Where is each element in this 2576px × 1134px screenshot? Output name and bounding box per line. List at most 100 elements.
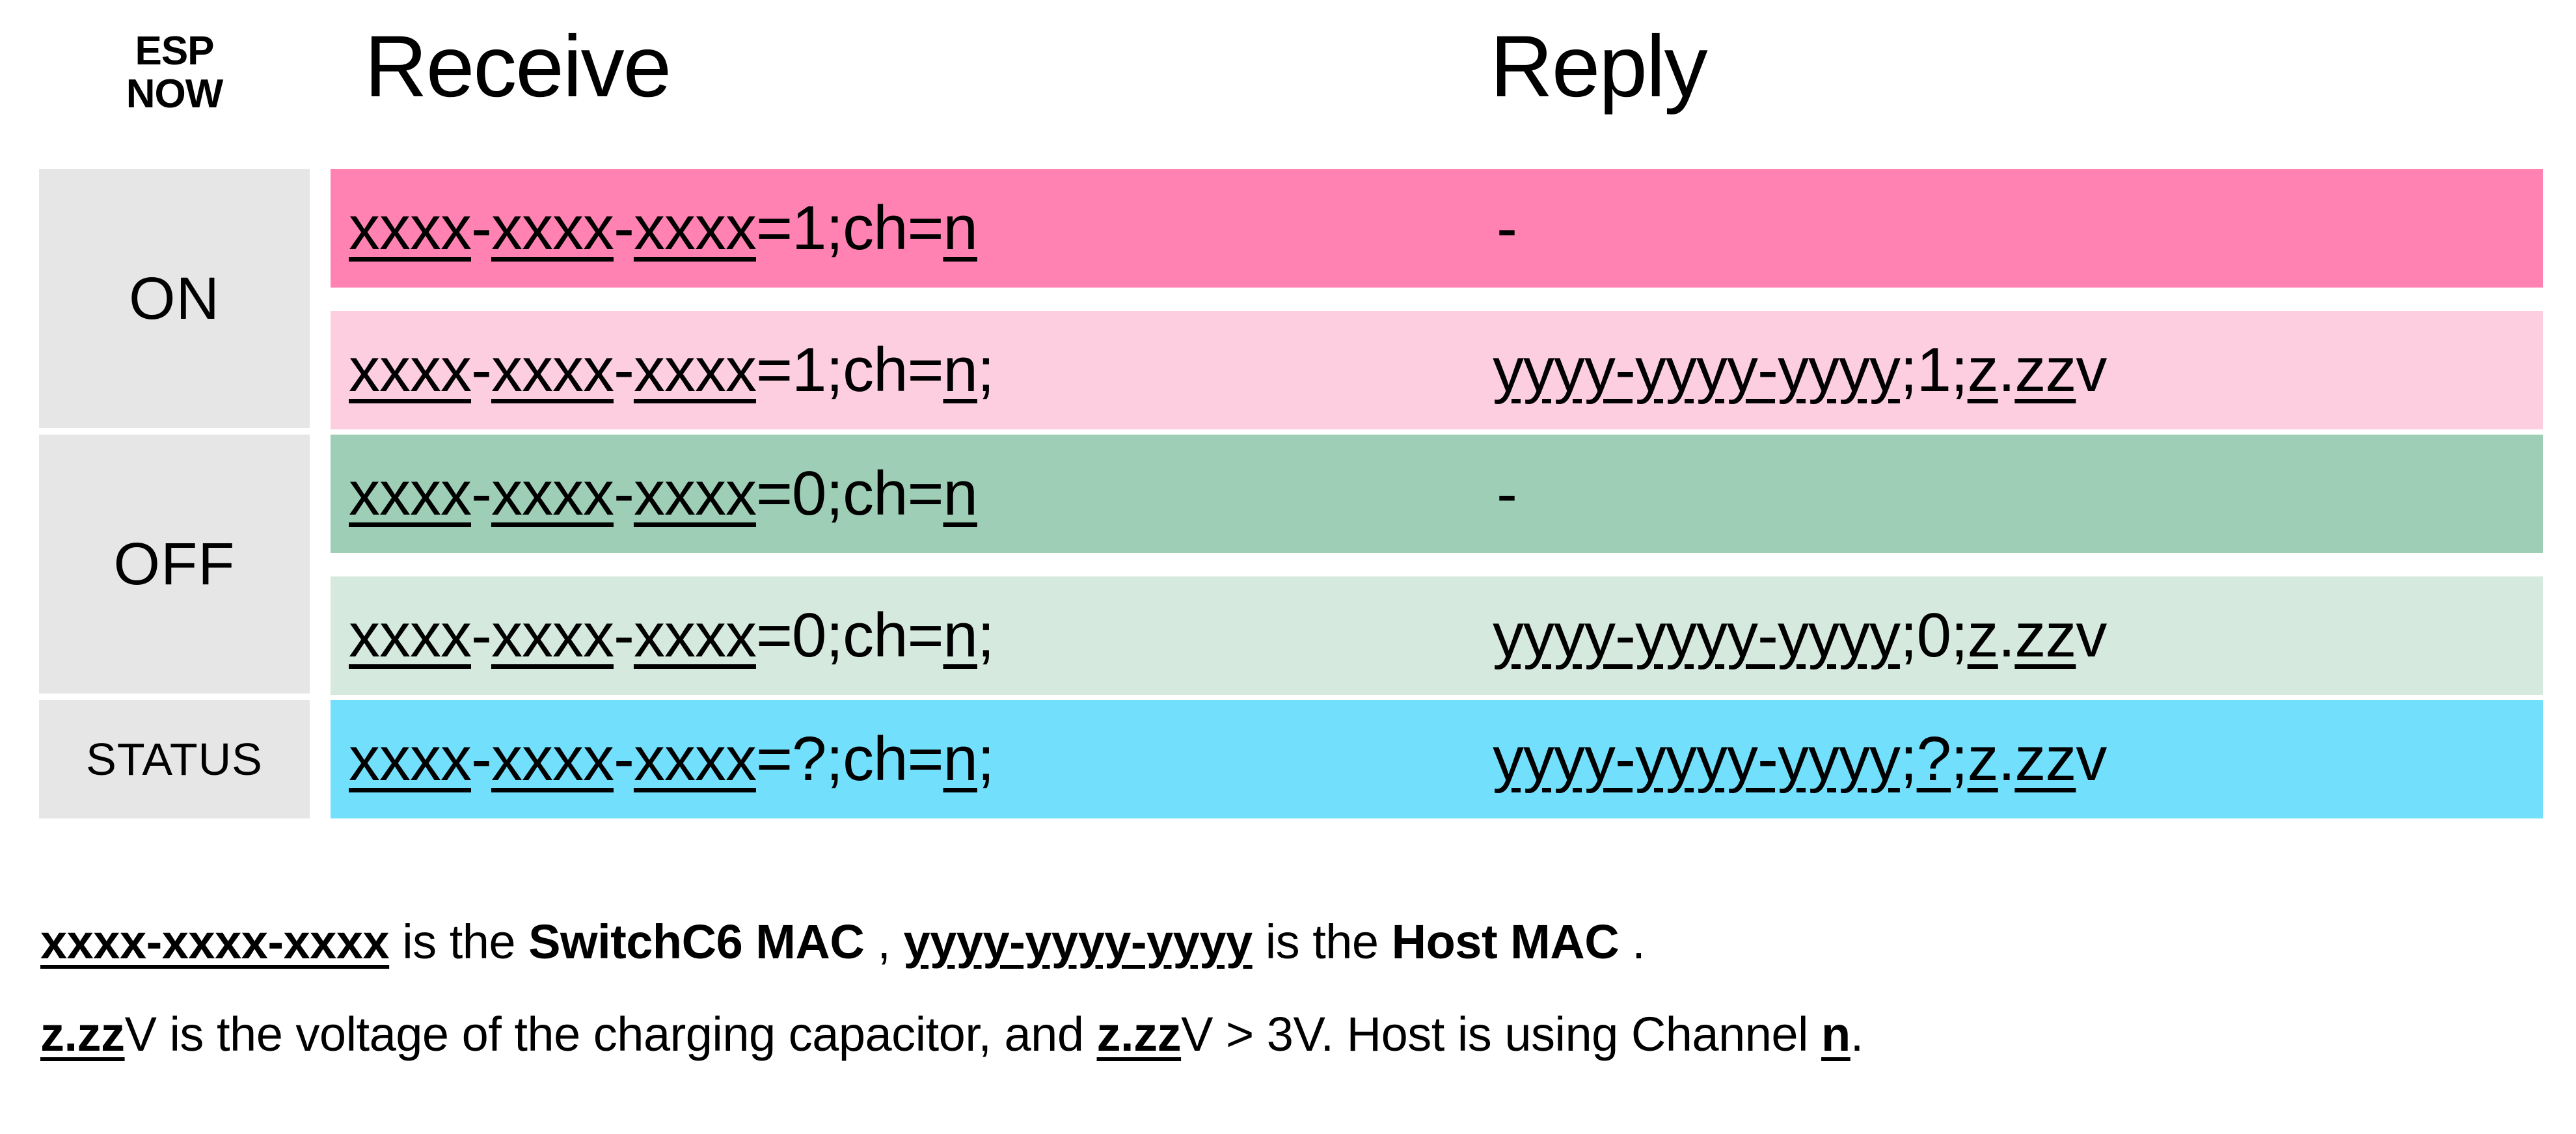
cell-receive: xxxx-xxxx-xxxx=0;ch=n; [331,600,1493,671]
mac-part-1: xxxx [349,193,472,263]
footnote-switch-mac-token: xxxx-xxxx-xxxx [40,915,390,969]
column-header-receive: Receive [364,18,671,115]
footnote-text-3: is the [1252,915,1392,969]
receive-tail: ; [977,601,995,670]
reply-voltage-dot: . [1998,601,2016,670]
column-header-reply: Reply [1490,18,1708,115]
receive-tail: ; [977,724,995,794]
mac-part-2: xxxx [491,724,614,794]
mac-part-1: xxxx [349,459,472,528]
mac-part-2: xxxx [491,193,614,263]
reply-voltage-dec: zz [2014,335,2076,405]
reply-host-mac: yyyy-yyyy-yyyy [1493,601,1901,670]
mac-part-3: xxxx [633,335,757,405]
reply-sep-1: ; [1899,335,1918,405]
table-row: xxxx-xxxx-xxxx=0;ch=n; yyyy-yyyy-yyyy;0;… [331,576,2543,695]
receive-channel: n [943,193,978,263]
table-row: xxxx-xxxx-xxxx=1;ch=n - [331,169,2543,288]
receive-command: =0;ch= [755,601,944,670]
reply-voltage-int: z [1967,335,1999,405]
mac-delim-1: - [471,335,492,405]
mac-delim-2: - [613,601,634,670]
receive-tail: ; [977,335,995,405]
receive-command: =1;ch= [755,335,944,405]
reply-voltage-unit: v [2076,724,2107,794]
footnote-host-mac-token: yyyy-yyyy-yyyy [903,915,1253,969]
table-row: xxxx-xxxx-xxxx=1;ch=n; yyyy-yyyy-yyyy;1;… [331,311,2543,429]
cell-receive: xxxx-xxxx-xxxx=?;ch=n; [331,723,1493,795]
mac-delim-2: - [613,193,634,263]
mac-part-1: xxxx [349,601,472,670]
receive-channel: n [943,459,978,528]
header-corner-line1: ESP [135,29,214,74]
table-row: xxxx-xxxx-xxxx=?;ch=n; yyyy-yyyy-yyyy;?;… [331,700,2543,818]
footnote-voltage-token-1: z.zz [40,1007,125,1061]
reply-sep-1: ; [1899,601,1918,670]
mac-delim-1: - [471,724,492,794]
footnote-text-4: . [1619,915,1646,969]
mac-delim-1: - [471,459,492,528]
mac-part-3: xxxx [633,601,757,670]
receive-command: =?;ch= [755,724,944,794]
row-label-off: OFF [39,435,310,694]
table-row: xxxx-xxxx-xxxx=0;ch=n - [331,435,2543,553]
table-header: ESP NOW Receive Reply [0,0,2576,170]
header-corner-line2: NOW [126,72,224,116]
cell-receive: xxxx-xxxx-xxxx=1;ch=n; [331,334,1493,406]
cell-reply: yyyy-yyyy-yyyy;0;z.zzv [1493,600,2543,671]
reply-voltage-dot: . [1998,724,2016,794]
reply-state: ? [1916,724,1951,794]
reply-sep-1: ; [1899,724,1918,794]
row-label-on: ON [39,169,310,428]
mac-delim-2: - [613,724,634,794]
reply-voltage-int: z [1967,601,1999,670]
footnote-text-2: , [864,915,904,969]
footnote-text-1: is the [389,915,529,969]
cell-receive: xxxx-xxxx-xxxx=1;ch=n [331,193,1493,264]
footnote-voltage-legend: z.zzV is the voltage of the charging cap… [40,1007,1864,1062]
footnote-channel-token: n [1821,1007,1851,1061]
footnote-voltage-token-2: z.zz [1096,1007,1182,1061]
reply-state: 0 [1916,601,1951,670]
mac-delim-1: - [471,601,492,670]
receive-command: =1;ch= [755,193,944,263]
footnote-switch-mac-label: SwitchC6 MAC [528,915,865,969]
mac-part-2: xxxx [491,459,614,528]
receive-channel: n [943,601,978,670]
reply-sep-2: ; [1951,335,1968,405]
mac-delim-2: - [613,459,634,528]
reply-host-mac: yyyy-yyyy-yyyy [1493,335,1901,405]
mac-part-1: xxxx [349,724,472,794]
reply-voltage-dec: zz [2014,724,2076,794]
row-label-status: STATUS [39,700,310,818]
reply-voltage-dec: zz [2014,601,2076,670]
cell-receive: xxxx-xxxx-xxxx=0;ch=n [331,458,1493,530]
cell-reply: yyyy-yyyy-yyyy;?;z.zzv [1493,723,2543,795]
footnote-host-mac-label: Host MAC [1391,915,1620,969]
cell-reply: - [1497,459,1517,528]
receive-command: =0;ch= [755,459,944,528]
reply-state: 1 [1916,335,1951,405]
mac-delim-2: - [613,335,634,405]
receive-channel: n [943,724,978,794]
footnote-text-5: V is the voltage of the charging capacit… [124,1007,1097,1061]
mac-part-2: xxxx [491,601,614,670]
reply-sep-2: ; [1951,724,1968,794]
footnote-text-7: . [1850,1007,1864,1061]
reply-voltage-int: z [1967,724,1999,794]
footnote-mac-legend: xxxx-xxxx-xxxx is the SwitchC6 MAC , yyy… [40,915,1646,969]
mac-part-2: xxxx [491,335,614,405]
mac-part-3: xxxx [633,193,757,263]
mac-part-3: xxxx [633,459,757,528]
reply-sep-2: ; [1951,601,1968,670]
mac-delim-1: - [471,193,492,263]
mac-part-3: xxxx [633,724,757,794]
reply-voltage-unit: v [2076,335,2107,405]
receive-channel: n [943,335,978,405]
footnote-text-6: V > 3V. Host is using Channel [1181,1007,1822,1061]
header-corner-espnow: ESP NOW [39,30,310,116]
reply-voltage-unit: v [2076,601,2107,670]
cell-reply: yyyy-yyyy-yyyy;1;z.zzv [1493,334,2543,406]
reply-voltage-dot: . [1998,335,2016,405]
